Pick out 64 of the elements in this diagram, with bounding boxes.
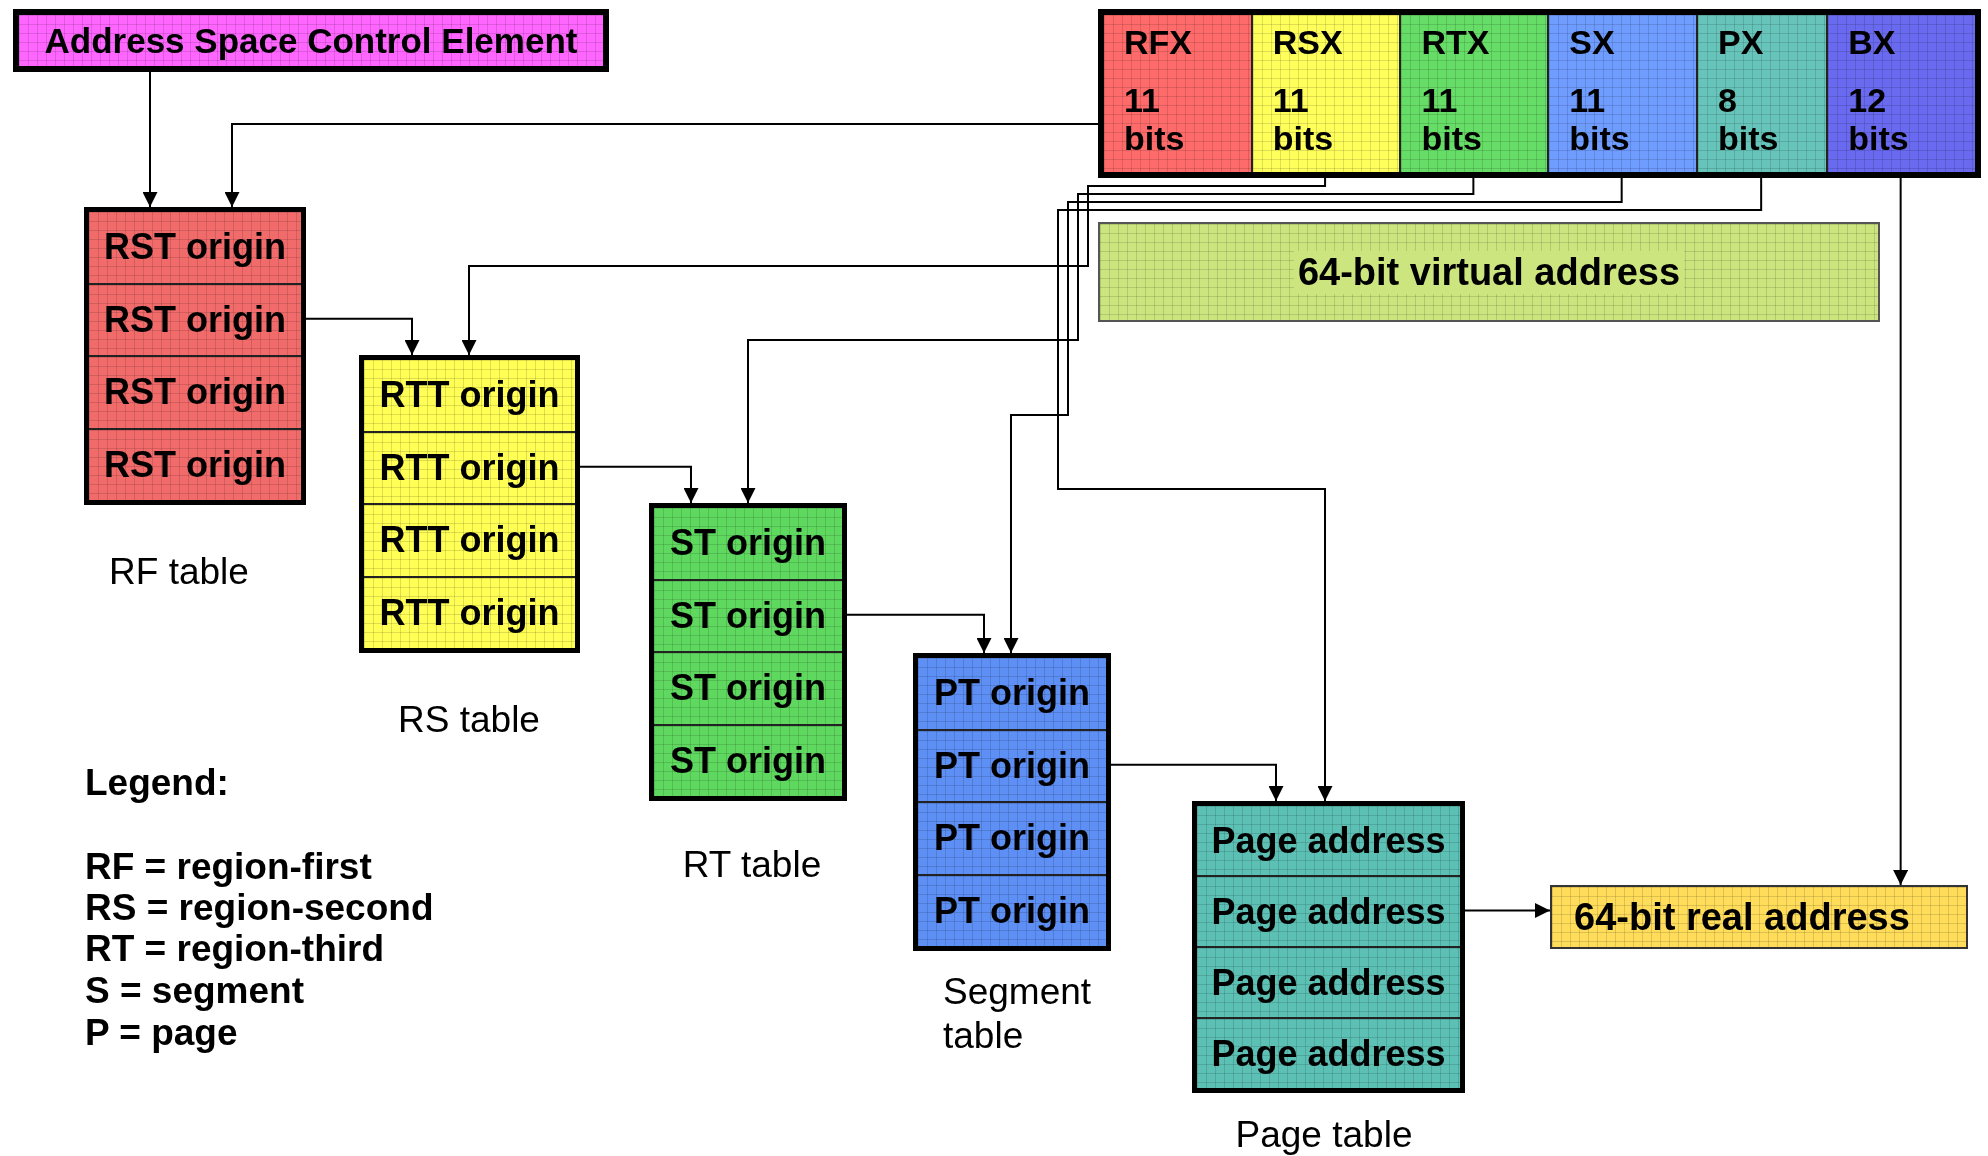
entry-text: RST origin [104, 298, 286, 341]
entry-text: Page address [1211, 961, 1446, 1004]
table-caption: Segment table [943, 970, 1093, 1059]
bit-field [1104, 15, 1251, 172]
bit-count: 11 bits [1124, 81, 1185, 158]
legend-entry: P = page [85, 1012, 238, 1054]
field-name: PX [1718, 23, 1764, 62]
bit-field [1399, 15, 1548, 172]
entry-text: PT origin [934, 889, 1090, 932]
field-name: BX [1848, 23, 1896, 62]
bit-count: 12 bits [1848, 81, 1909, 158]
table-box [84, 207, 306, 505]
entry-text: ST origin [670, 667, 826, 710]
bit-field [1826, 15, 1975, 172]
entry-text: ST origin [670, 522, 826, 565]
entry-text: ST origin [670, 594, 826, 637]
bit-field [1547, 15, 1697, 172]
table-caption: RF table [109, 551, 249, 593]
bit-count: 11 bits [1272, 81, 1334, 158]
register-box [1098, 9, 1981, 178]
field-name: SX [1569, 23, 1615, 62]
entry-text: RTT origin [379, 446, 560, 489]
entry-text: Page address [1211, 890, 1446, 933]
table-box [1192, 801, 1465, 1093]
bit-count: 11 bits [1421, 81, 1482, 158]
table-box [913, 653, 1111, 951]
legend-entry: RS = region-second [85, 887, 434, 929]
entry-text: RST origin [104, 226, 286, 269]
address-box [1098, 222, 1880, 322]
entry-text: RST origin [104, 371, 286, 414]
entry-text: RTT origin [379, 519, 560, 562]
table-row [1197, 1017, 1460, 1088]
table-caption: RS table [398, 699, 540, 741]
table-caption: RT table [682, 844, 822, 886]
entry-text: PT origin [934, 817, 1090, 860]
arrow [142, 71, 158, 208]
address-box [13, 9, 609, 72]
bit-field [1250, 15, 1400, 172]
table-box [359, 355, 580, 653]
entry-text: Page address [1211, 1032, 1446, 1075]
field-name: RSX [1272, 23, 1343, 62]
entry-text: PT origin [934, 744, 1090, 787]
legend-entry: S = segment [85, 970, 304, 1012]
table-caption: Page table [1235, 1114, 1413, 1156]
bit-field [1696, 15, 1827, 172]
entry-text: RTT origin [379, 374, 560, 417]
table-row [1197, 946, 1460, 1017]
field-name: RFX [1124, 23, 1192, 62]
legend-entry: RT = region-third [85, 928, 385, 970]
box-label: Address Space Control Element [44, 20, 578, 61]
bit-count: 8 bits [1718, 81, 1779, 158]
box-label: 64-bit real address [1574, 895, 1910, 939]
legend-heading: Legend: [85, 762, 229, 804]
entry-text: ST origin [670, 739, 826, 782]
legend-entry: RF = region-first [85, 846, 372, 888]
address-box [1550, 885, 1968, 949]
field-name: RTX [1421, 23, 1490, 62]
box-label: 64-bit virtual address [1293, 250, 1685, 294]
bit-count: 11 bits [1569, 81, 1630, 158]
entry-text: Page address [1211, 819, 1446, 862]
entry-text: RST origin [104, 443, 286, 486]
entry-text: RTT origin [379, 591, 560, 634]
table-box [649, 503, 847, 801]
entry-text: PT origin [934, 672, 1090, 715]
